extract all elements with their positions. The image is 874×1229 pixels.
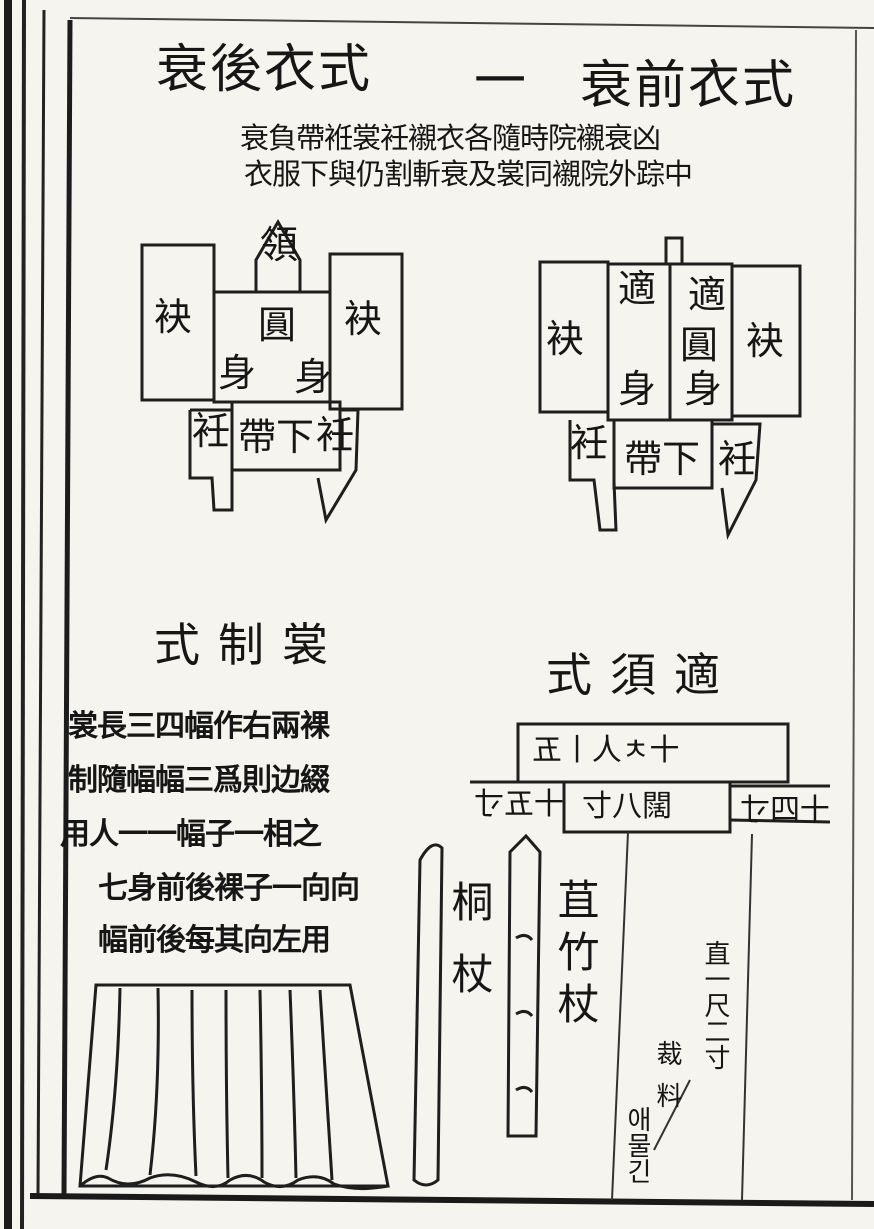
collar-ruler-top: 十ㅊ人丨五 — [532, 733, 680, 768]
collar-section-title: 適須式 — [546, 648, 738, 702]
paulownia-staff-label: 桐杖 — [445, 880, 494, 1024]
back-ren-left: 衽 — [192, 409, 231, 453]
front-sleeve-left: 袂 — [546, 317, 585, 361]
back-body-2: 身 — [294, 355, 333, 399]
collar-ruler-left: 十五寸 — [474, 787, 564, 822]
collar-ruler-right: 十四寸 — [740, 793, 830, 828]
title-back-garment: 衰後衣式 — [156, 40, 373, 100]
back-ren-right: 衽 — [316, 413, 355, 457]
front-body-1: 身 — [618, 367, 657, 411]
collar-ruler-middle: 闊八寸 — [582, 789, 672, 824]
back-body-1: 身 — [218, 351, 257, 395]
skirt-text-line-2: 制隨幅幅三爲則边綴 — [68, 763, 330, 798]
skirt-section-title: 裳制式 — [154, 618, 346, 672]
back-sleeve-right: 袂 — [344, 297, 383, 341]
front-round: 圓 — [680, 323, 719, 367]
title-dash: 一 — [474, 52, 529, 112]
title-front-garment: 衰前衣式 — [580, 56, 797, 116]
bamboo-staff-label: 苴竹杖 — [551, 878, 600, 1034]
hangul-note: 애물긴 — [622, 1106, 652, 1184]
front-collar-2: 適 — [688, 273, 727, 317]
back-belt: 帶下 — [238, 415, 315, 459]
skirt-text-line-3: 用人一一幅子一相之 — [60, 817, 322, 852]
material-note: 裁料 — [652, 1040, 682, 1124]
back-round: 圓 — [258, 303, 297, 347]
back-collar: 領 — [260, 223, 299, 267]
front-body-2: 身 — [684, 367, 723, 411]
front-sleeve-right: 袂 — [746, 319, 785, 363]
header-note-line-2: 衣服下與仍割斬衰及裳同襯院外踪中 — [244, 157, 693, 191]
front-ren-right: 衽 — [718, 437, 757, 481]
measurement-note: 直一尺二寸 — [700, 940, 730, 1070]
skirt-text-line-1: 裳長三四幅作右兩裸 — [68, 709, 330, 744]
skirt-text-line-4: 七身前後裸子一向向 — [98, 871, 360, 906]
front-collar-1: 適 — [618, 267, 657, 311]
back-sleeve-left: 袂 — [154, 295, 193, 339]
skirt-text-line-5: 幅前後每其向左用 — [98, 923, 331, 958]
front-belt: 帶下 — [624, 437, 701, 481]
front-ren-left: 衽 — [570, 421, 609, 465]
header-note-line-1: 衰負帶袵裳衽襯衣各隨時院襯衰凶 — [240, 121, 661, 155]
